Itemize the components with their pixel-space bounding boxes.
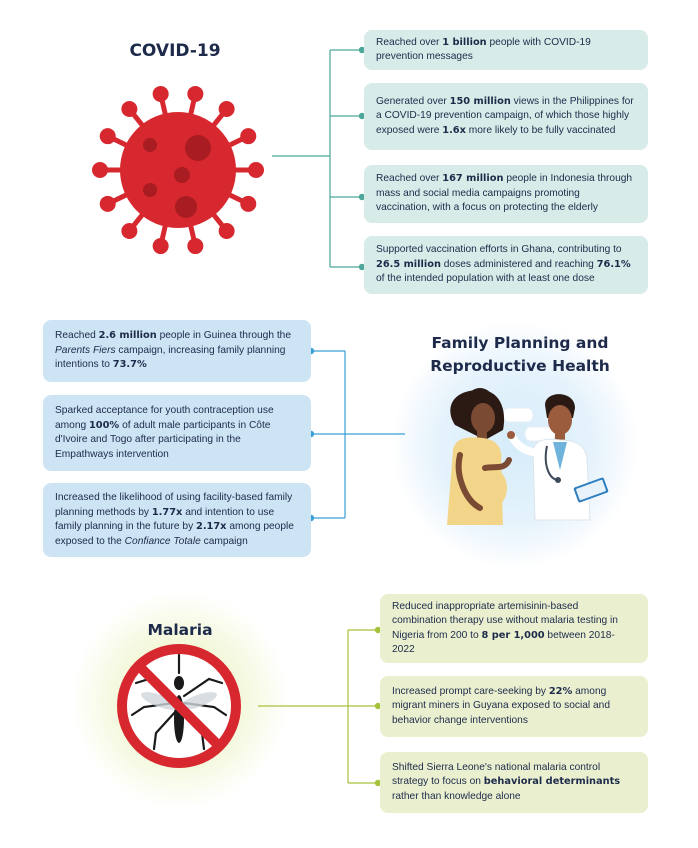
virus-spike-tip [187, 238, 204, 255]
virus-spike-tip [121, 101, 138, 118]
virus-spike-tip [121, 222, 138, 239]
virus-spike-tip [187, 85, 204, 102]
covid-connector [272, 46, 366, 271]
covid-card-1: Reached over 1 billion people with COVID… [364, 30, 648, 70]
virus-spike-tip [248, 162, 264, 178]
virus-spike-tip [92, 162, 108, 178]
family-card-2: Sparked acceptance for youth contracepti… [43, 395, 311, 471]
virus-spike-tip [152, 238, 169, 255]
family-title-line2: Reproductive Health [430, 357, 610, 375]
covid-card-2: Generated over 150 million views in the … [364, 83, 648, 150]
malaria-card-1: Reduced inappropriate artemisinin-based … [380, 594, 648, 663]
virus-spike-tip [99, 195, 116, 212]
no-mosquito-icon [117, 644, 241, 768]
covid-card-3: Reached over 167 million people in Indon… [364, 165, 648, 223]
virus-spike-tip [240, 195, 257, 212]
covid-title: COVID-19 [129, 41, 221, 61]
family-card-3: Increased the likelihood of using facili… [43, 483, 311, 557]
doctor-patient-icon [447, 388, 609, 525]
malaria-connector [258, 626, 382, 787]
family-connector [307, 347, 405, 522]
family-title-line1: Family Planning and [431, 334, 609, 352]
family-card-1: Reached 2.6 million people in Guinea thr… [43, 320, 311, 382]
malaria-title: Malaria [147, 621, 213, 639]
malaria-card-3: Shifted Sierra Leone's national malaria … [380, 752, 648, 813]
family-title: Family Planning and Reproductive Health [400, 332, 640, 378]
virus-spike-tip [152, 85, 169, 102]
virus-icon [92, 85, 264, 255]
virus-spike-tip [218, 101, 235, 118]
covid-card-4: Supported vaccination efforts in Ghana, … [364, 236, 648, 294]
virus-spike-tip [99, 128, 116, 145]
virus-spike-tip [218, 222, 235, 239]
virus-spike-tip [240, 128, 257, 145]
malaria-card-2: Increased prompt care-seeking by 22% amo… [380, 676, 648, 737]
